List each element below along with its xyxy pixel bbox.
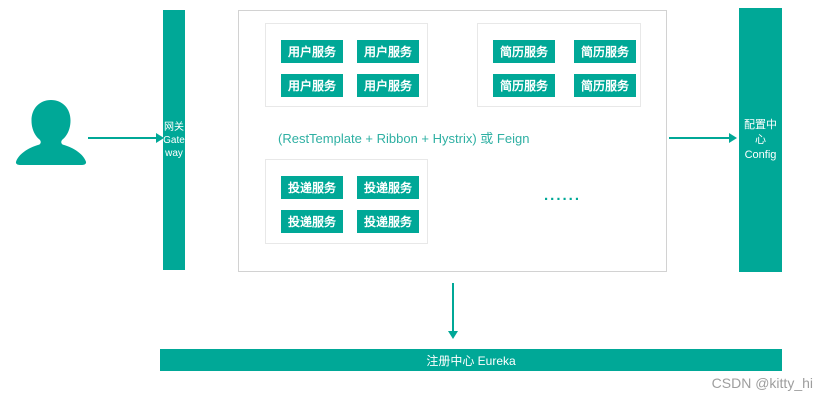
more-services-ellipsis: ...... <box>544 187 582 204</box>
delivery-services-group: 投递服务 投递服务 投递服务 投递服务 <box>265 159 428 244</box>
delivery-service-node: 投递服务 <box>357 210 419 233</box>
csdn-watermark: CSDN @kitty_hi <box>711 375 813 391</box>
user-service-node: 用户服务 <box>357 74 419 97</box>
resume-service-node: 简历服务 <box>574 40 636 63</box>
user-service-node: 用户服务 <box>281 74 343 97</box>
user-service-node: 用户服务 <box>357 40 419 63</box>
eureka-registry-bar: 注册中心 Eureka <box>160 349 782 371</box>
config-center-bar: 配置中心 Config <box>739 8 782 272</box>
delivery-service-node: 投递服务 <box>281 176 343 199</box>
arrow-shaft <box>452 283 454 332</box>
user-to-gateway-arrow-icon <box>88 132 164 144</box>
config-label-cn: 配置中心 <box>744 118 777 146</box>
delivery-service-node: 投递服务 <box>357 176 419 199</box>
services-panel: 用户服务 用户服务 用户服务 用户服务 简历服务 简历服务 简历服务 简历服务 … <box>238 10 667 272</box>
resume-service-node: 简历服务 <box>493 40 555 63</box>
user-service-node: 用户服务 <box>281 40 343 63</box>
gateway-bar: 网关 Gate way <box>163 10 185 270</box>
config-label-en: Config <box>744 148 777 161</box>
arrow-shaft <box>669 137 730 139</box>
resume-service-node: 简历服务 <box>493 74 555 97</box>
communication-label: (RestTemplate + Ribbon + Hystrix) 或 Feig… <box>278 131 530 146</box>
delivery-service-node: 投递服务 <box>281 210 343 233</box>
arrow-head <box>448 331 458 339</box>
gateway-label-en-2: way <box>165 147 183 159</box>
gateway-label-cn: 网关 <box>164 121 184 133</box>
user-services-group: 用户服务 用户服务 用户服务 用户服务 <box>265 23 428 107</box>
panel-to-config-arrow-icon <box>669 132 737 144</box>
eureka-label: 注册中心 Eureka <box>426 353 516 368</box>
resume-service-node: 简历服务 <box>574 74 636 97</box>
panel-to-eureka-arrow-icon <box>447 283 459 339</box>
gateway-label-en-1: Gate <box>163 134 185 146</box>
arrow-shaft <box>88 137 157 139</box>
user-icon <box>15 99 87 165</box>
resume-services-group: 简历服务 简历服务 简历服务 简历服务 <box>477 23 641 107</box>
arrow-head <box>729 133 737 143</box>
arrow-head <box>156 133 164 143</box>
